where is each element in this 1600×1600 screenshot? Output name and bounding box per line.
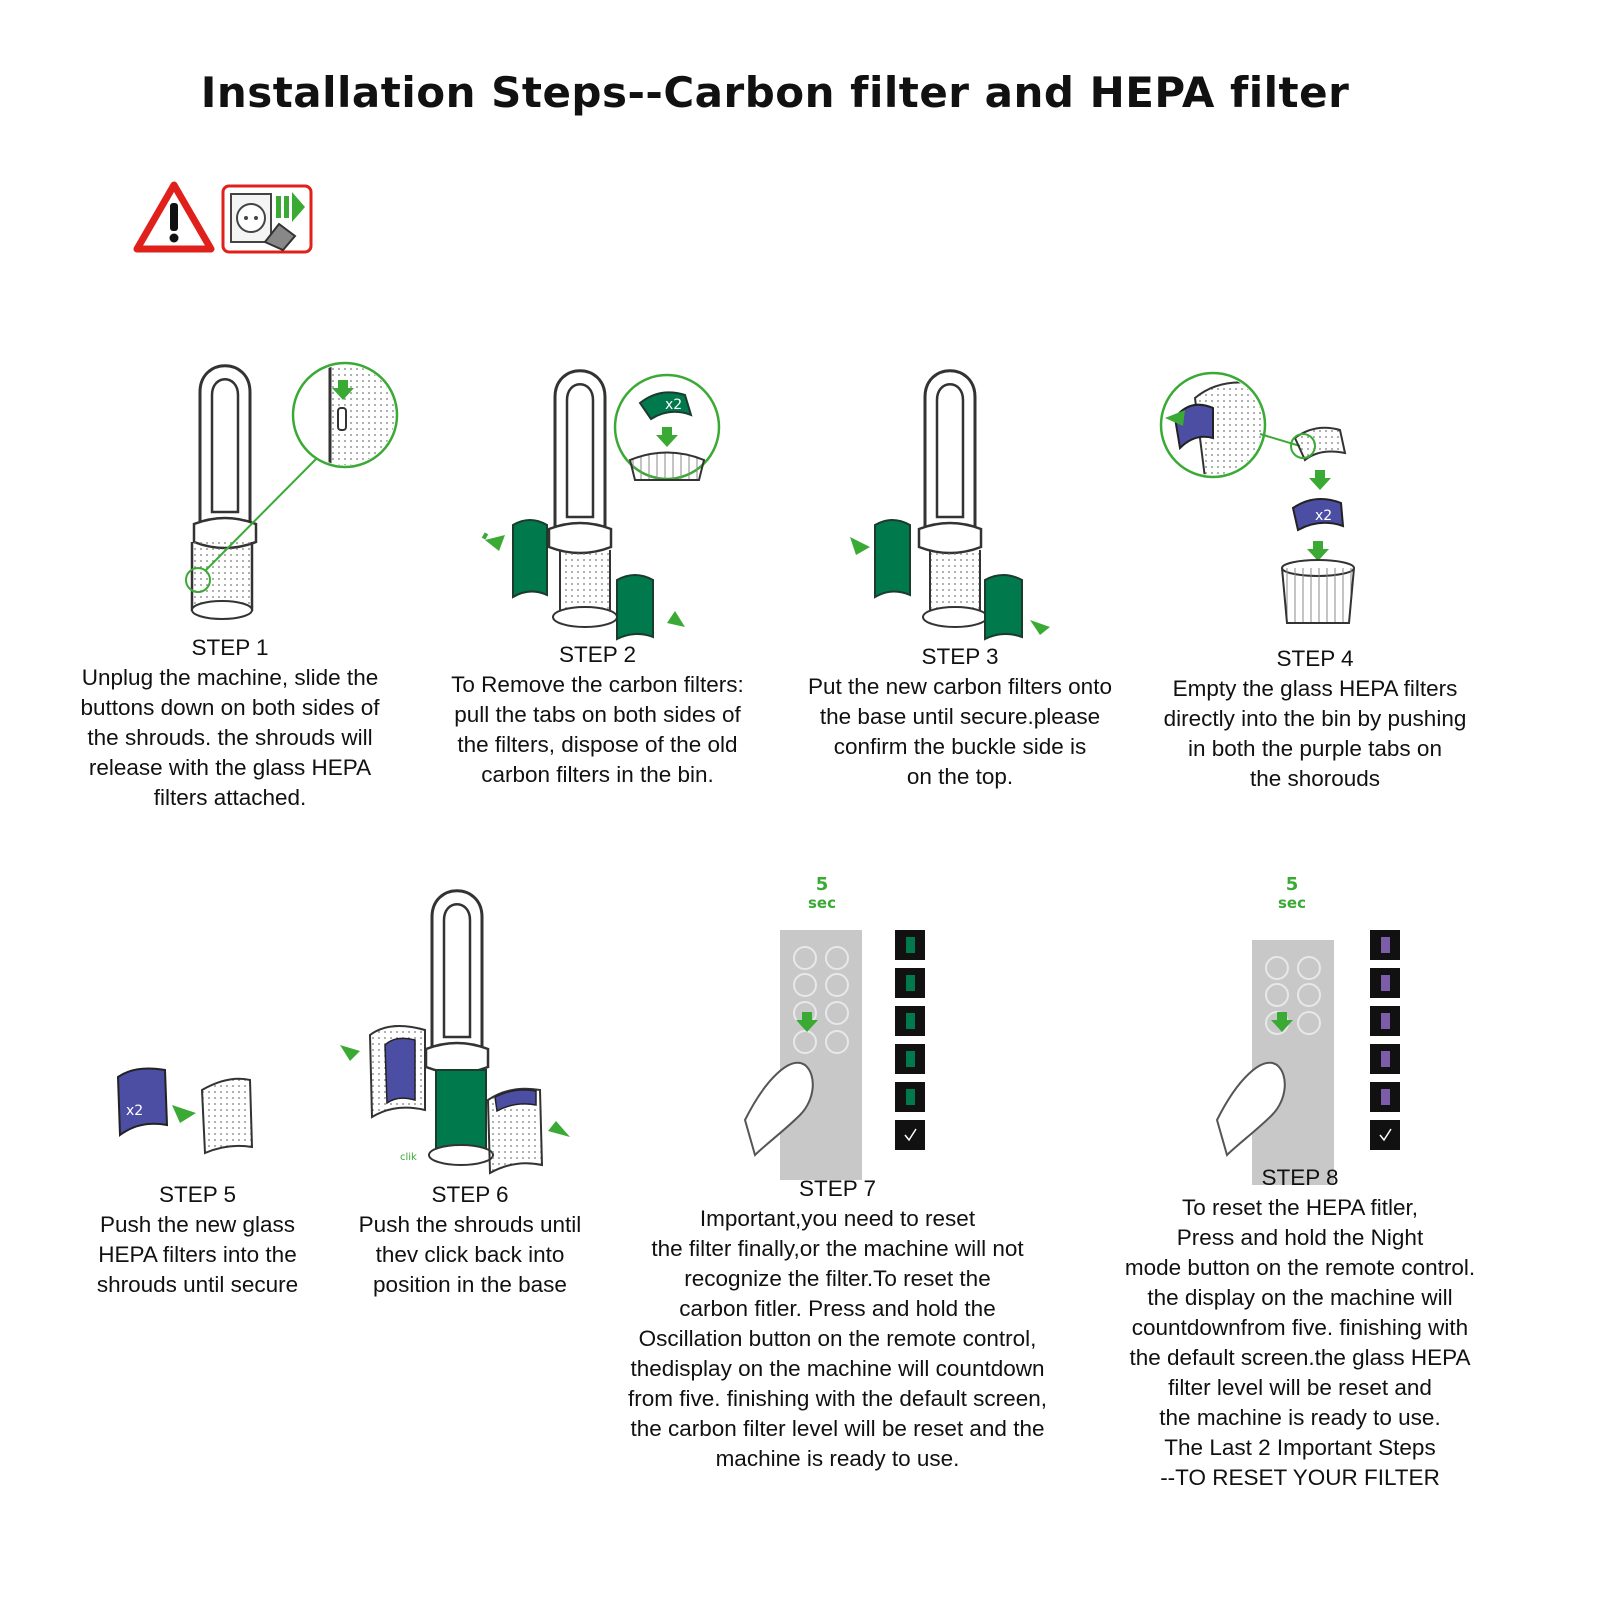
step2-text: STEP 2 To Remove the carbon filters: pul… [420,640,775,790]
step5-x2-badge: x2 [126,1103,143,1119]
warning-triangle-icon [133,181,215,253]
step8-display-sequence [1370,930,1400,1150]
step5-heading: STEP 5 [158,1182,237,1207]
step6-click-label: clik [400,1152,417,1163]
step7-text: STEP 7 Important,you need to reset the f… [600,1174,1075,1474]
step2-body: To Remove the carbon filters: pull the t… [451,672,744,787]
step7-illustration [743,930,925,1180]
step3-body: Put the new carbon filters onto the base… [808,674,1112,789]
step4-text: STEP 4 Empty the glass HEPA filters dire… [1130,644,1500,794]
unplug-icon [221,184,313,254]
step6-text: STEP 6 Push the shrouds until thev click… [330,1180,610,1300]
step6-heading: STEP 6 [431,1182,509,1207]
step8-illustration [1215,930,1400,1185]
page-title: Installation Steps--Carbon filter and HE… [200,68,1350,117]
step6-illustration: clik [340,889,570,1175]
step2-heading: STEP 2 [558,642,637,667]
step4-body: Empty the glass HEPA filters directly in… [1163,676,1467,791]
step7-hold-time: 5 sec [797,874,847,913]
step8-hold-number: 5 [1285,874,1299,895]
step3-illustration [850,369,1050,641]
step7-hold-unit: sec [808,894,836,912]
step4-x2-badge: x2 [1315,508,1332,524]
step8-hold-time: 5 sec [1267,874,1317,913]
step5-body: Push the new glass HEPA filters into the… [96,1212,299,1297]
step8-text: STEP 8 To reset the HEPA fitler, Press a… [1095,1163,1505,1493]
step2-illustration: x2 [481,369,721,641]
step7-body: Important,you need to reset the filter f… [628,1206,1047,1471]
step7-hold-number: 5 [815,874,829,895]
step8-hold-unit: sec [1278,894,1306,912]
step6-body: Push the shrouds until thev click back i… [358,1212,582,1297]
step5-text: STEP 5 Push the new glass HEPA filters i… [70,1180,325,1300]
step3-heading: STEP 3 [921,644,999,669]
step7-heading: STEP 7 [798,1176,877,1201]
step3-text: STEP 3 Put the new carbon filters onto t… [780,642,1140,792]
step8-body: To reset the HEPA fitler, Press and hold… [1124,1195,1476,1490]
step1-body: Unplug the machine, slide the buttons do… [80,665,380,810]
step1-illustration [185,361,399,620]
step1-heading: STEP 1 [191,635,269,660]
step2-x2-badge: x2 [665,397,682,413]
step8-heading: STEP 8 [1261,1165,1339,1190]
step5-illustration: x2 [116,1067,254,1155]
step1-text: STEP 1 Unplug the machine, slide the but… [55,633,405,813]
step4-illustration: x2 [1159,371,1355,624]
step4-heading: STEP 4 [1276,646,1354,671]
step7-display-sequence [895,930,925,1150]
